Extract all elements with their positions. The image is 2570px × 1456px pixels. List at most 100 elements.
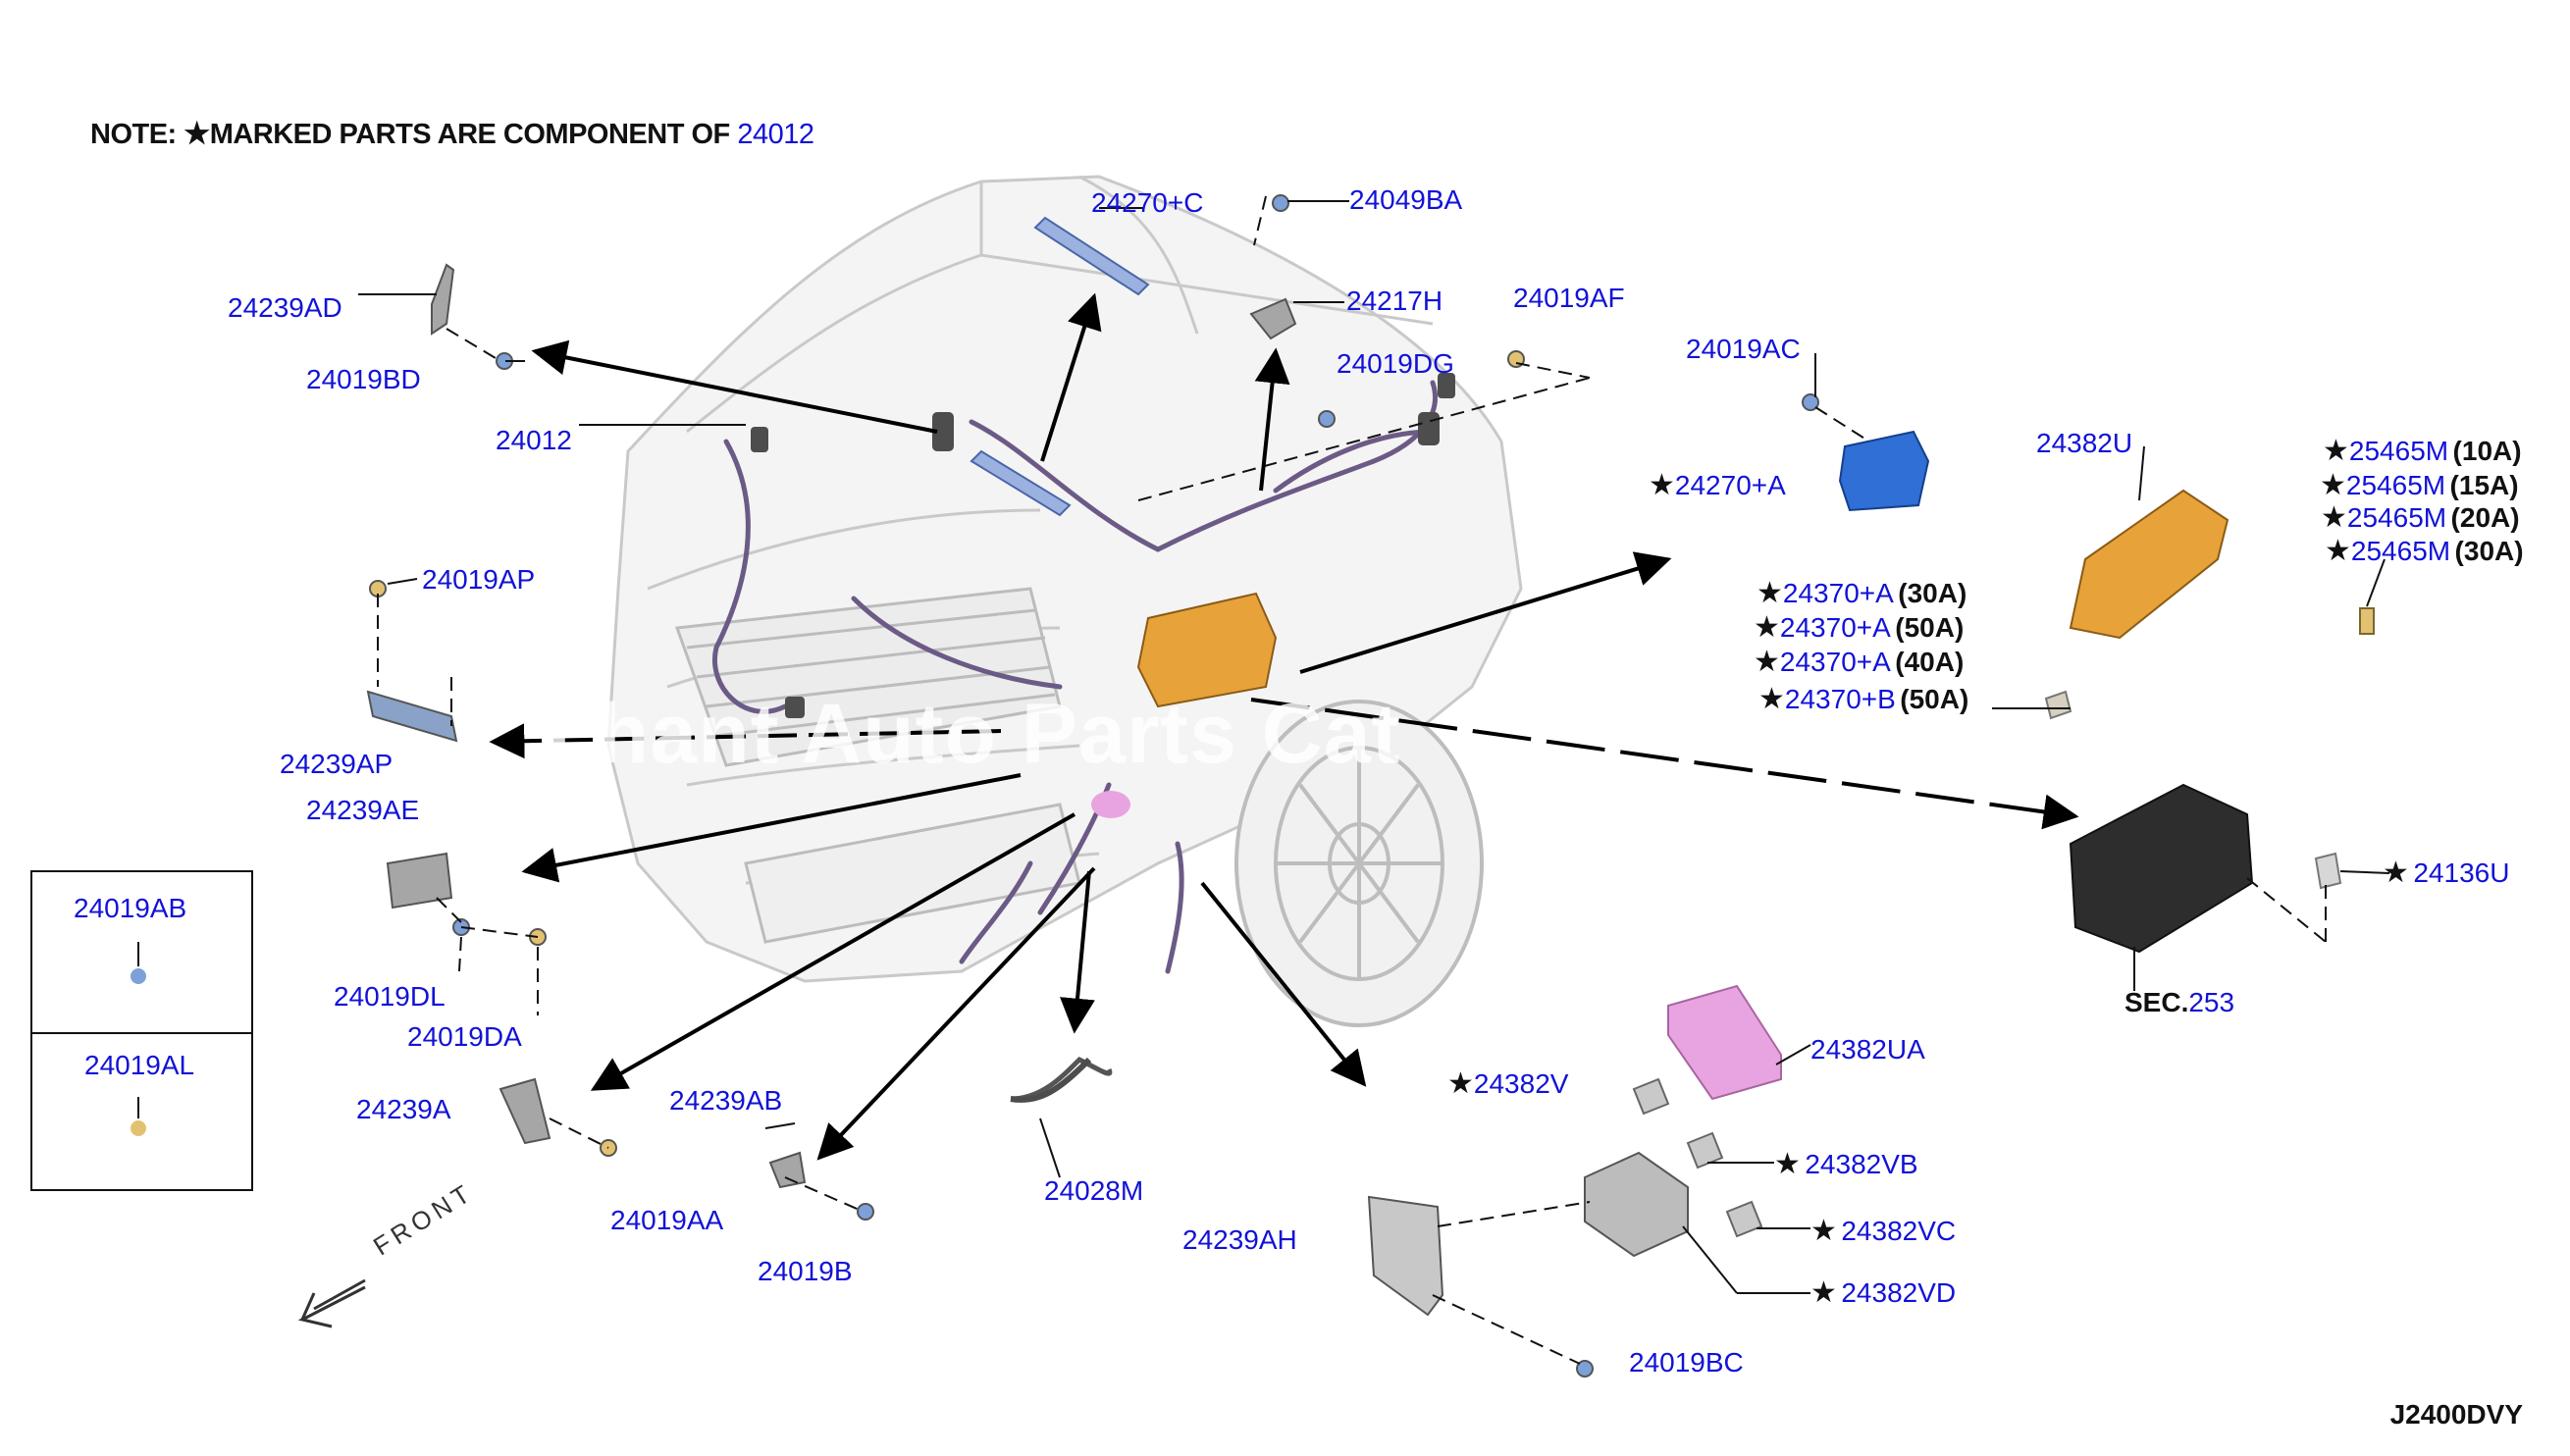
- fuse-amperage: (40A): [1895, 647, 1965, 677]
- relay-bracket-24270c-lower: [970, 449, 1072, 517]
- fuse-box-cover-24382u: [2069, 489, 2229, 640]
- fuse-part[interactable]: 25465M: [2346, 502, 2447, 533]
- note-prefix: NOTE:: [90, 119, 177, 150]
- label-24049ba[interactable]: 24049BA: [1349, 184, 1463, 215]
- diagram-code: J2400DVY: [2389, 1399, 2523, 1430]
- fuse-row-24370-1: ★24370+A (30A): [1757, 579, 1967, 608]
- label-24382vd[interactable]: 24382VD: [1841, 1277, 1957, 1308]
- star-icon: ★: [1774, 1148, 1801, 1180]
- ipdm-24382ua: [1667, 984, 1782, 1101]
- leader-lines: [358, 200, 2390, 1294]
- fuse-row-24370-3: ★24370+A (40A): [1754, 648, 1964, 677]
- fuse-amperage: (50A): [1900, 684, 1969, 714]
- star-icon: ★: [1754, 646, 1780, 678]
- label-24136u-row: ★ 24136U: [2383, 858, 2509, 888]
- sec-ref[interactable]: 253: [2188, 987, 2235, 1017]
- label-24382vd-row: ★ 24382VD: [1810, 1278, 1956, 1308]
- label-24239ah[interactable]: 24239AH: [1182, 1224, 1297, 1255]
- sec-reference: SEC.253: [2124, 989, 2234, 1016]
- star-icon: ★: [2323, 435, 2349, 467]
- front-arrow-icon: [297, 1285, 366, 1328]
- fuse-amperage: (15A): [2449, 470, 2519, 500]
- label-24019da[interactable]: 24019DA: [407, 1021, 522, 1052]
- label-24019dg[interactable]: 24019DG: [1337, 348, 1454, 379]
- label-24270c[interactable]: 24270+C: [1091, 187, 1204, 218]
- fuse-row-24370-4: ★24370+B (50A): [1758, 685, 1968, 714]
- note-line: NOTE: ★MARKED PARTS ARE COMPONENT OF 240…: [90, 118, 814, 150]
- star-icon: ★: [1754, 611, 1780, 644]
- fuse-part[interactable]: 25465M: [2348, 436, 2449, 466]
- fuse-row-25465m-4: ★25465M (30A): [2325, 537, 2524, 566]
- label-24239a[interactable]: 24239A: [356, 1094, 451, 1124]
- label-24019ac[interactable]: 24019AC: [1686, 334, 1801, 364]
- label-24382vc-row: ★ 24382VC: [1810, 1217, 1956, 1246]
- fuse-amperage: (30A): [2454, 536, 2524, 566]
- label-24382vc[interactable]: 24382VC: [1841, 1216, 1957, 1246]
- relay-box-24270a: [1838, 430, 1930, 512]
- label-24239ap[interactable]: 24239AP: [280, 749, 393, 779]
- fuse-row-25465m-1: ★25465M (10A): [2323, 437, 2522, 466]
- star-icon: ★: [1649, 469, 1675, 501]
- fuse-part[interactable]: 24370+A: [1779, 647, 1891, 677]
- label-24019dl[interactable]: 24019DL: [334, 981, 446, 1012]
- fuse-row-25465m-2: ★25465M (15A): [2320, 471, 2519, 500]
- label-24239ad[interactable]: 24239AD: [228, 292, 342, 323]
- label-24019af[interactable]: 24019AF: [1513, 283, 1625, 313]
- label-24382vb-row: ★ 24382VB: [1774, 1150, 1918, 1179]
- star-icon: ★: [2383, 857, 2409, 889]
- label-24270a-row: ★24270+A: [1649, 471, 1786, 500]
- label-24382vb[interactable]: 24382VB: [1805, 1149, 1918, 1179]
- fuse-part[interactable]: 25465M: [2345, 470, 2446, 500]
- star-icon: ★: [1810, 1215, 1837, 1247]
- label-24136u[interactable]: 24136U: [2413, 858, 2510, 888]
- fuse-part[interactable]: 25465M: [2350, 536, 2451, 566]
- label-24382ua[interactable]: 24382UA: [1810, 1034, 1925, 1065]
- fuse-part[interactable]: 24370+B: [1784, 684, 1896, 714]
- inset-box: [30, 870, 253, 1191]
- callout-arrows: [489, 292, 2079, 1161]
- star-icon: ★: [1757, 577, 1783, 609]
- inset-label-top[interactable]: 24019AB: [74, 893, 187, 923]
- note-ref[interactable]: 24012: [737, 119, 814, 150]
- inset-label-bottom[interactable]: 24019AL: [84, 1050, 195, 1080]
- note-text: MARKED PARTS ARE COMPONENT OF: [209, 119, 731, 150]
- label-24028m[interactable]: 24028M: [1044, 1175, 1144, 1206]
- sec-prefix: SEC.: [2124, 987, 2189, 1017]
- label-24019aa[interactable]: 24019AA: [610, 1205, 724, 1235]
- relay-bracket-24270c: [1033, 216, 1150, 296]
- label-24270a[interactable]: 24270+A: [1674, 470, 1786, 500]
- label-24012[interactable]: 24012: [496, 425, 572, 455]
- fuse-amperage: (50A): [1895, 612, 1965, 643]
- inset-clips: [131, 942, 146, 1136]
- fuse-24136u: [2314, 852, 2342, 890]
- label-24382v-row: ★24382V: [1447, 1069, 1568, 1099]
- star-icon: ★: [1447, 1067, 1474, 1100]
- fuse-amperage: (20A): [2450, 502, 2520, 533]
- label-24239ab[interactable]: 24239AB: [669, 1085, 783, 1116]
- label-24217h[interactable]: 24217H: [1346, 286, 1443, 316]
- small-relays: [1632, 1077, 1763, 1238]
- label-24239ae[interactable]: 24239AE: [306, 795, 420, 825]
- battery-tray: [2069, 783, 2254, 954]
- fuse-amperage: (30A): [1898, 578, 1967, 608]
- clips-and-brackets: [366, 194, 1819, 1378]
- engine-fuse-block: [1136, 592, 1278, 708]
- front-arrow-shaft: [313, 1278, 366, 1311]
- label-24019ap[interactable]: 24019AP: [422, 564, 536, 595]
- star-icon: ★: [184, 118, 210, 150]
- label-24019b[interactable]: 24019B: [758, 1256, 853, 1286]
- label-24382u[interactable]: 24382U: [2036, 428, 2133, 458]
- fuse-block-24382vd: [1584, 1151, 1689, 1258]
- label-24382v[interactable]: 24382V: [1473, 1068, 1569, 1099]
- fuse-25465m: [2359, 607, 2375, 635]
- fuse-part[interactable]: 24370+A: [1779, 612, 1891, 643]
- label-24019bc[interactable]: 24019BC: [1629, 1347, 1744, 1378]
- label-24019bd[interactable]: 24019BD: [306, 364, 421, 394]
- fuse-part[interactable]: 24370+A: [1782, 578, 1894, 608]
- dashed-leaders: [377, 195, 2327, 1365]
- fuse-24370: [2044, 690, 2072, 720]
- front-grille: [674, 587, 1081, 944]
- star-icon: ★: [2325, 535, 2351, 567]
